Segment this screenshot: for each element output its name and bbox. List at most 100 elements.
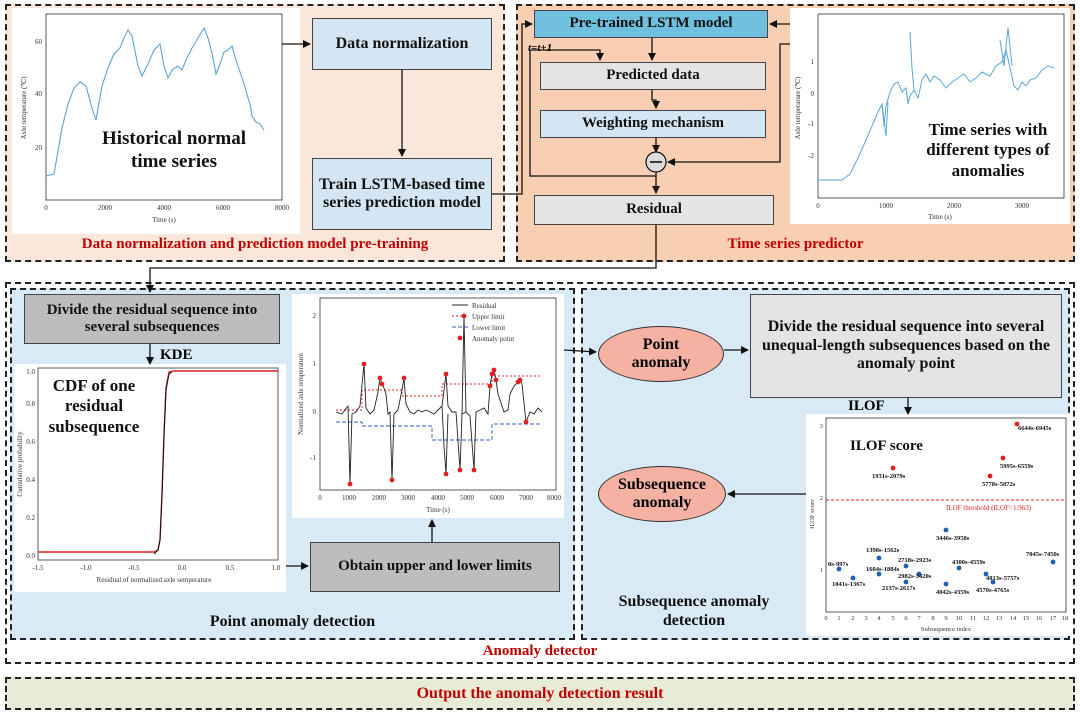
residual-ytick: 0 [313,408,317,416]
anomaly-ytick: 0 [811,90,815,98]
cdf-chart: -1.5 -1.0 -0.5 0.0 0.5 1.0 0.0 0.2 0.4 0… [14,364,286,592]
anomaly-caption: Time series with different types of anom… [926,120,1050,180]
ilof-point [903,579,909,585]
detector-title: Anomaly detector [482,643,598,659]
ilof-xtick: 5 [891,615,894,622]
lower-limit-line [336,421,542,441]
residual-xtick: 3000 [401,494,416,502]
ilof-xtick: 13 [996,615,1003,622]
subsequence-anomaly-oval: Subsequence anomaly [598,466,726,522]
ilof-point-label: 5995s-6559s [1000,463,1034,470]
cdf-ytick: 0.6 [26,438,35,446]
ilof-chart: ILOF threshold (ILOF=1.963) ILOF score 6… [806,414,1072,636]
anomaly-point [487,383,493,389]
ilof-xtick: 16 [1036,615,1043,622]
cdf-ytick: 1.0 [26,368,35,376]
cdf-xtick: 1.0 [272,564,281,572]
historical-xtick: 8000 [275,204,290,212]
ilof-xtick: 4 [877,615,881,622]
ilof-point-label: 1931s-2079s [872,473,906,480]
ilof-xtick: 10 [956,615,963,622]
point-detection-title: Point anomaly detection [209,613,376,630]
ilof-xtick: 18 [1062,615,1069,622]
ilof-label: ILOF [848,398,885,414]
output-region [5,677,1075,710]
cdf-xlabel: Residual of normalized axle semperature [97,576,212,584]
residual-xtick: 8000 [547,494,562,502]
upper-limit-line [336,375,542,411]
anomaly-point [457,467,463,473]
anomaly-point [443,371,449,377]
anomaly-ytick: -1 [808,120,814,128]
ilof-point [1014,421,1020,427]
anomaly-ytick: -2 [808,152,814,160]
anomaly-point [389,477,395,483]
legend-residual: Residual [472,302,497,310]
residual-ytick: 1 [313,360,317,368]
anomaly-point [489,371,495,377]
ilof-xtick: 17 [1050,615,1057,622]
ilof-xtick: 3 [864,615,867,622]
divide-unequal-box: Divide the residual sequence into severa… [750,294,1062,398]
ilof-point-label: 4813s-5757s [986,575,1020,582]
ilof-point-label: 2982s-3420s [898,573,932,580]
ilof-point [876,571,882,577]
ilof-point [990,579,996,585]
anomaly-chart: 0 1000 2000 3000 -2 -1 0 1 Time (s) Axle… [790,8,1070,224]
residual-xtick: 2000 [372,494,387,502]
data-normalization-box: Data normalization [312,18,492,70]
cdf-ytick: 0.0 [26,552,35,560]
ilof-ylabel: ILOF score [809,499,816,529]
ilof-point-label: 4300s-4559s [952,559,986,566]
historical-ytick: 60 [35,38,43,46]
cdf-xtick: -1.5 [32,564,44,572]
ilof-point [956,565,962,571]
ilof-xtick: 6 [904,615,908,622]
ilof-ytick: 2 [820,495,823,502]
weighting-mechanism-box: Weighting mechanism [540,110,766,138]
cdf-xtick: -0.5 [128,564,140,572]
historical-chart: 0 2000 4000 6000 8000 20 40 60 Time (s) … [12,8,300,234]
legend-anomaly-point: Anomaly point [472,335,514,343]
residual-ytick: 2 [313,312,317,320]
ilof-xtick: 0 [824,615,827,622]
residual-ytick: -1 [310,454,316,462]
anomaly-xtick: 3000 [1015,202,1030,210]
anomaly-point [377,375,383,381]
output-title: Output the anomaly detection result [416,685,664,702]
historical-xtick: 4000 [157,204,172,212]
ilof-xtick: 8 [931,615,934,622]
pretrained-lstm-box: Pre-trained LSTM model [534,10,768,38]
cdf-black-line [153,371,173,555]
train-lstm-box: Train LSTM-based time series prediction … [312,158,492,230]
divide-residual-box: Divide the residual sequence into severa… [24,294,280,344]
ilof-xtick: 12 [983,615,990,622]
ilof-point [876,555,882,561]
historical-series-line [45,26,265,177]
predicted-data-box: Predicted data [540,62,766,90]
cdf-caption: CDF of one residual subsequence [48,376,140,436]
ilof-xtick: 7 [917,615,921,622]
cdf-ytick: 0.4 [26,476,35,484]
ilof-point [903,563,909,569]
residual-box: Residual [534,195,774,225]
loop-label: t=t+1 [528,42,553,54]
cdf-xtick: 0.0 [178,564,187,572]
kde-label: KDE [160,347,193,363]
residual-ylabel: Normalized axle temperature [297,353,305,435]
anomaly-series-line [818,48,1055,181]
ilof-point-label: 6644s-6945s [1018,425,1052,432]
ilof-point-label: 7045s-7450s [1026,551,1060,558]
ilof-point [987,473,993,479]
anomaly-xtick: 2000 [947,202,962,210]
ilof-point-label: 1398s-1562s [866,547,900,554]
ilof-point-label: 0s-997s [828,561,849,568]
historical-xlabel: Time (s) [152,216,176,224]
anomaly-ylabel: Axle temperature (℃) [794,76,802,140]
ilof-xtick: 15 [1023,615,1030,622]
ilof-point-label: 2718s-2923s [898,557,932,564]
ilof-xtick: 9 [944,615,947,622]
ilof-point [916,571,922,577]
point-anomaly-oval: Point anomaly [598,326,724,382]
anomaly-points [347,313,529,487]
